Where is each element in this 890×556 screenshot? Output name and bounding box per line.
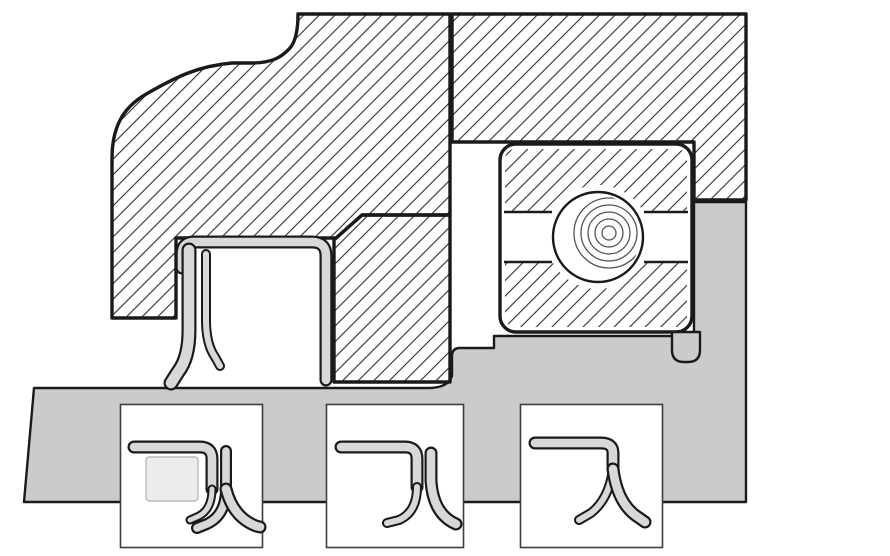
inset-box-2 (325, 403, 465, 549)
inset-detail-2 (325, 403, 465, 549)
inset-2-hook-lip (384, 484, 420, 526)
ball-arc-3 (587, 211, 631, 255)
seal-outer-lip (165, 244, 195, 389)
inset-3-case (530, 438, 618, 474)
inset-1-inner-prong (187, 486, 215, 523)
housing-outline (110, 12, 452, 320)
seal-inner-lip (203, 251, 223, 369)
seal-carrier-section (332, 213, 452, 384)
inset-1-cavity (145, 456, 199, 502)
seal-carrier-outline (332, 213, 452, 384)
ball-contour-arcs (573, 197, 640, 269)
inset-2-skirt (426, 448, 461, 529)
end-cover-outline (450, 12, 748, 202)
ball-arc-5 (573, 197, 640, 269)
end-cover-section (450, 12, 748, 202)
shaft-seal (163, 235, 333, 391)
inset-1-skirt (221, 484, 265, 532)
inset-3-right-leg (608, 464, 650, 527)
ball-arc-2 (594, 218, 624, 248)
housing-section (110, 12, 452, 320)
inset-detail-3 (519, 403, 664, 549)
ball-arc-4 (580, 204, 638, 262)
ball-arc-1 (601, 225, 617, 241)
inset-2-case (336, 442, 422, 492)
bearing-ball (551, 190, 645, 284)
inset-detail-1 (119, 403, 267, 549)
ball-bearing (498, 142, 694, 334)
locating-ring (670, 330, 702, 364)
inset-1-case (129, 442, 217, 494)
